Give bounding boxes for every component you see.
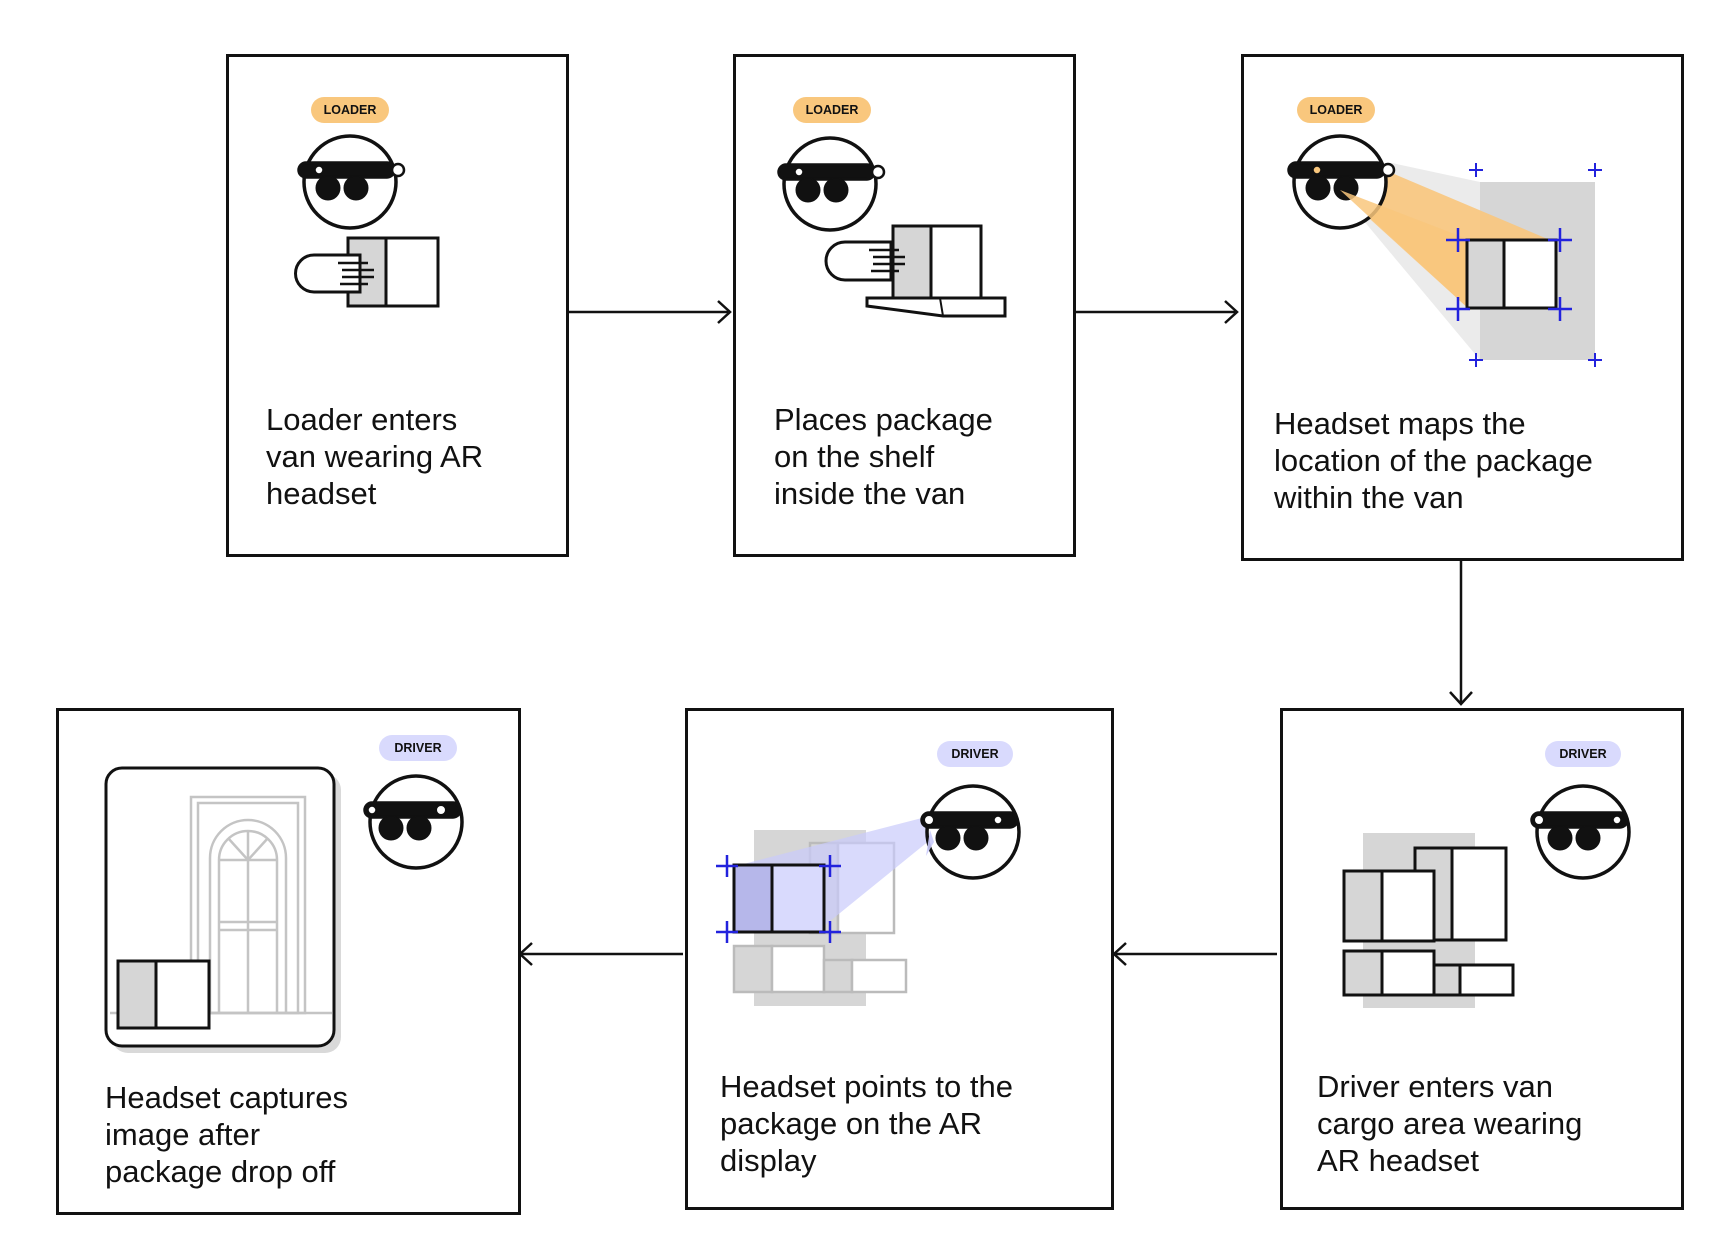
headset-face-icon	[1530, 784, 1631, 880]
loader-badge: LOADER	[311, 97, 389, 123]
step-5-illustration	[716, 784, 1021, 1006]
headset-face-icon	[297, 134, 406, 230]
arrow-icon	[1073, 300, 1239, 324]
step-6-illustration	[104, 766, 464, 1053]
package-icon	[116, 959, 211, 1030]
driver-badge: DRIVER	[1545, 741, 1621, 767]
arrow-icon	[566, 300, 732, 324]
step-4-illustration	[1342, 784, 1631, 1008]
arrow-icon	[1449, 560, 1473, 706]
arrow-icon	[1112, 942, 1277, 966]
package-icon	[891, 224, 983, 300]
package-icon	[1342, 869, 1436, 943]
package-icon	[732, 863, 826, 934]
step-2-caption: Places package on the shelf inside the v…	[774, 402, 993, 511]
loader-badge: LOADER	[1297, 97, 1375, 123]
driver-badge: DRIVER	[937, 741, 1013, 767]
step-6-caption: Headset captures image after package dro…	[105, 1080, 348, 1189]
corner-marker-icon	[1469, 163, 1602, 367]
headset-face-icon	[777, 136, 886, 232]
step-3-illustration	[1287, 134, 1602, 367]
step-2-box	[733, 54, 1076, 557]
hand-icon	[824, 240, 905, 282]
package-icon	[346, 236, 440, 308]
door-icon	[110, 795, 332, 1015]
step-4-caption: Driver enters van cargo area wearing AR …	[1317, 1069, 1583, 1178]
driver-badge: DRIVER	[379, 735, 457, 761]
step-5-caption: Headset points to the package on the AR …	[720, 1069, 1013, 1178]
step-1-caption: Loader enters van wearing AR headset	[266, 402, 484, 511]
corner-marker-icon	[1446, 228, 1572, 321]
headset-face-icon	[920, 784, 1021, 880]
package-icon	[1342, 949, 1515, 997]
step-1-illustration	[294, 134, 440, 308]
hand-icon	[294, 253, 374, 294]
corner-marker-icon	[716, 855, 841, 943]
step-2-illustration	[777, 136, 1007, 318]
arrow-icon	[518, 942, 683, 966]
step-3-caption: Headset maps the location of the package…	[1274, 406, 1593, 515]
headset-face-icon	[363, 774, 464, 870]
package-icon	[732, 944, 908, 994]
package-icon	[1465, 238, 1558, 310]
shelf-icon	[865, 296, 1007, 318]
loader-badge: LOADER	[793, 97, 871, 123]
